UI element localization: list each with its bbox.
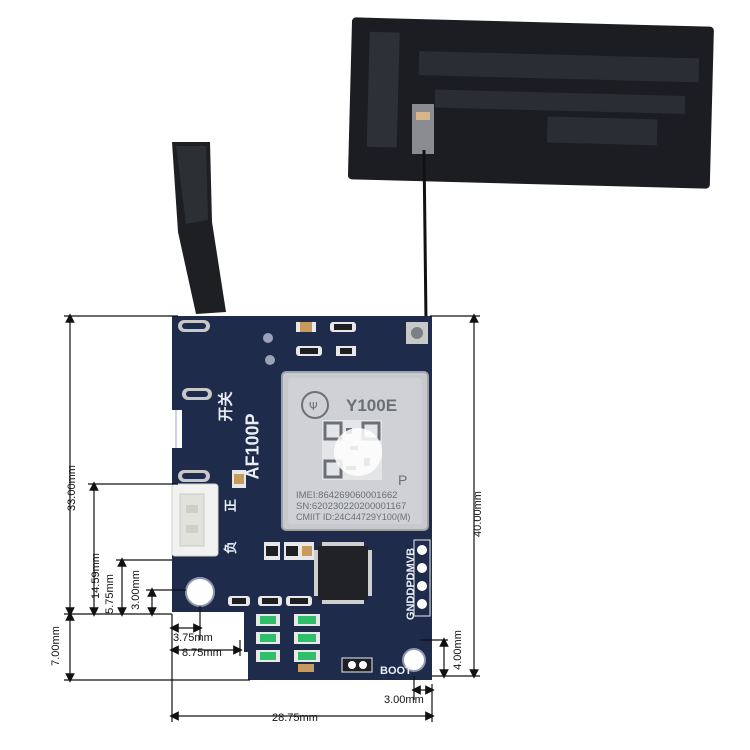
dimension-lines — [64, 313, 480, 722]
dim-edge-offset: 3.00mm — [384, 694, 424, 706]
dim-connector-offset: 14.59mm — [90, 553, 102, 599]
status-leds — [256, 614, 320, 672]
pin-labels: GNDDPDMVB — [405, 547, 417, 621]
dim-bottom-height: 7.00mm — [50, 626, 62, 666]
cellular-module: Ψ — [281, 371, 429, 531]
module-imei: IMEI:864269060001662 — [296, 490, 398, 501]
switch-label: 开关 — [217, 391, 235, 422]
switch-pads — [166, 320, 212, 482]
dim-width-total: 28.75mm — [272, 712, 318, 724]
jst-connector — [171, 483, 219, 557]
dim-hole-offset: 5.75mm — [104, 574, 116, 614]
bent-metal-tab — [172, 142, 226, 314]
smd-components — [228, 322, 356, 606]
module-sn: SN:620230220200001167 — [296, 501, 407, 512]
dim-hole-small: 3.00mm — [130, 570, 142, 610]
dim-height-total: 40.00mm — [472, 491, 484, 537]
dim-connector-x: 8.75mm — [182, 647, 222, 659]
dim-height-upper: 33.00mm — [66, 465, 78, 511]
dim-boot-offset: 4.00mm — [452, 630, 464, 670]
qfn-chip — [314, 542, 372, 604]
antenna-panel — [347, 17, 714, 189]
header-pins — [341, 322, 431, 673]
module-cmiit: CMIIT ID:24C44729Y100(M) — [296, 512, 411, 522]
dim-hole-x: 3.75mm — [173, 632, 213, 644]
module-name: Y100E — [346, 396, 398, 415]
model-label: AF100P — [242, 413, 263, 480]
svg-text:Ψ: Ψ — [309, 400, 318, 413]
boot-label: BOOT — [380, 665, 412, 677]
negative-label: 负 — [223, 540, 239, 555]
module-variant: P — [398, 472, 408, 488]
positive-label: 正 — [223, 498, 239, 513]
antenna-cable — [422, 149, 428, 323]
